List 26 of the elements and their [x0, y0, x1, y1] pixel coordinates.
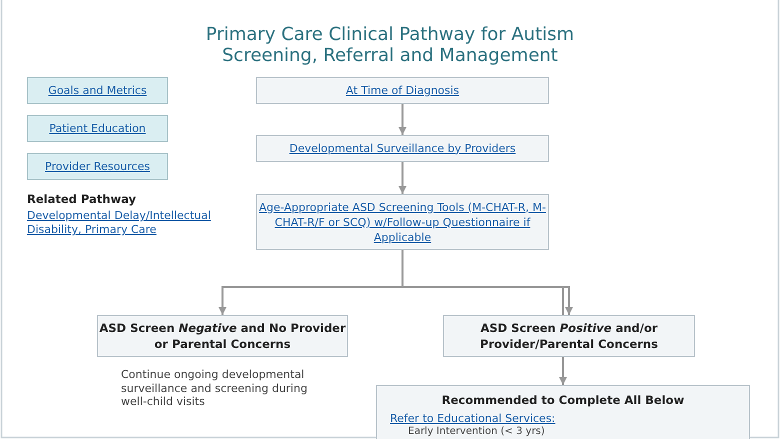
box-heading: Recommended to Complete All Below — [440, 392, 686, 408]
process-box — [256, 77, 549, 104]
link-box — [27, 153, 168, 180]
section-heading: Related Pathway — [27, 192, 137, 206]
arrow — [402, 250, 573, 315]
link-text: Goals and Metrics — [48, 84, 147, 98]
list-item: Early Intervention (< 3 yrs) — [407, 426, 546, 438]
link-text: At Time of Diagnosis — [346, 84, 460, 98]
note-text: Continue ongoing developmental surveillance and screening during well-child visits — [121, 368, 308, 408]
link-text: Refer to Educational Services: — [390, 412, 556, 426]
title: Primary Care Clinical Pathway for Autism Screening, Referral and Management — [204, 24, 576, 66]
link-text: Developmental Surveillance by Providers — [289, 142, 516, 156]
arrow — [398, 104, 406, 135]
process-box — [443, 315, 695, 357]
box-heading: ASD Screen Negative and No Provider or Parental Concerns — [98, 320, 347, 352]
process-box — [256, 194, 549, 250]
arrow — [398, 162, 406, 194]
process-box — [376, 385, 750, 439]
link-text: Developmental Delay/Intellectual Disability, Primary Care — [27, 209, 212, 237]
box-heading: ASD Screen Positive and/or Provider/Parental Concerns — [479, 320, 659, 352]
link-text: Patient Education — [49, 122, 146, 136]
link-text: Age-Appropriate ASD Screening Tools (M-CHAT-R, M-CHAT-R/F or SCQ) w/Follow-up Questionnaire if Applicable — [258, 200, 547, 244]
process-box — [256, 135, 549, 162]
link-box — [27, 77, 168, 104]
link-box — [27, 115, 168, 142]
link-text: Provider Resources — [45, 160, 150, 174]
